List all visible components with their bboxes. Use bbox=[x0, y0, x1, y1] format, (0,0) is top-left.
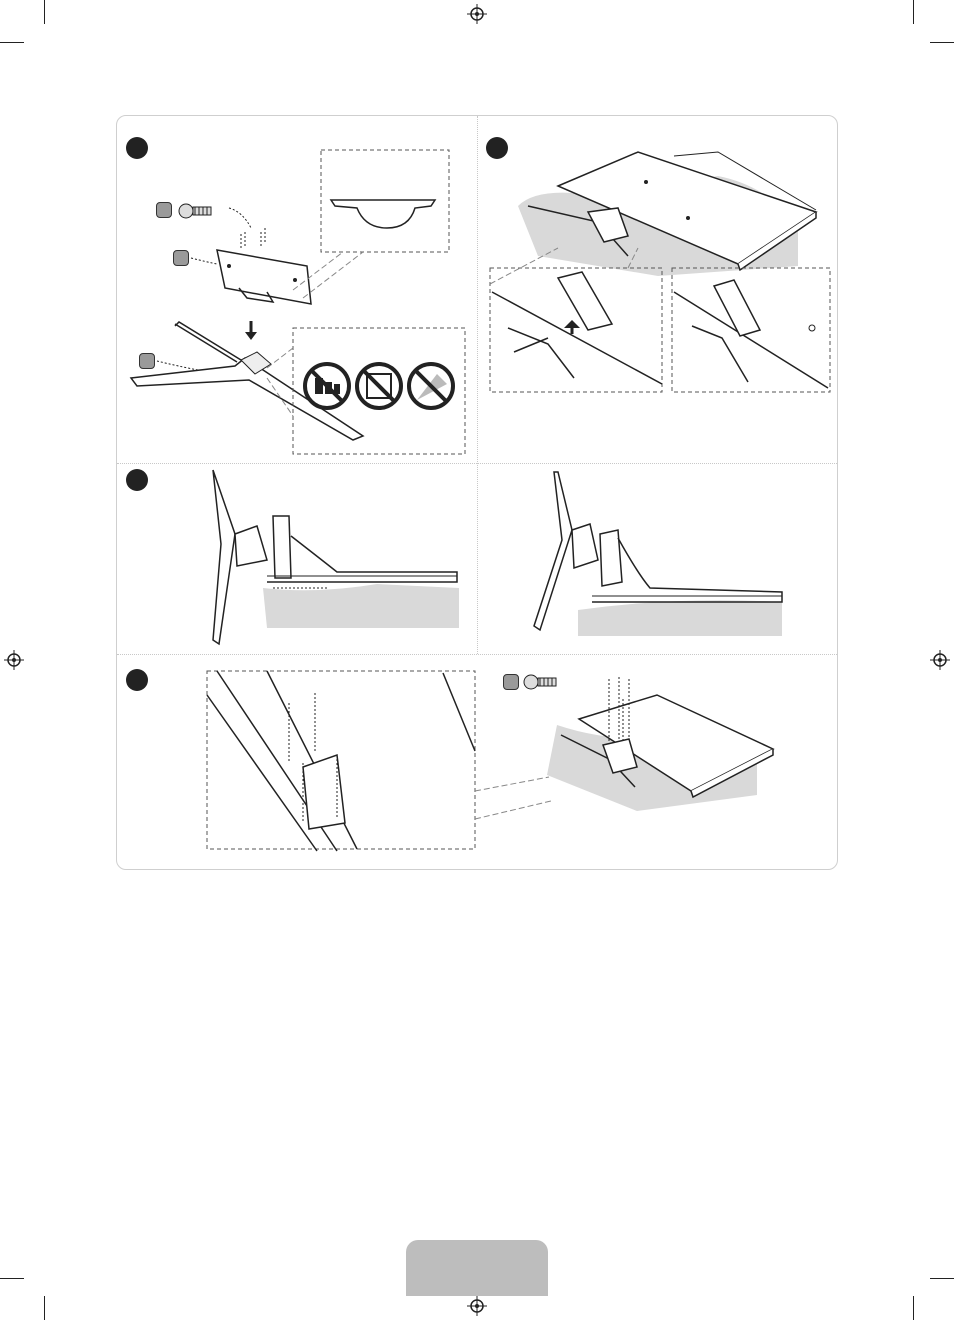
crop-mark bbox=[913, 0, 914, 24]
step-2-illustration bbox=[478, 116, 838, 463]
registration-mark-icon bbox=[4, 650, 24, 670]
page-number-tab bbox=[406, 1240, 548, 1296]
instruction-panel bbox=[116, 115, 838, 870]
registration-mark-icon bbox=[467, 4, 487, 24]
screw-icon bbox=[524, 675, 556, 689]
step-1-illustration bbox=[117, 116, 477, 463]
crop-mark bbox=[44, 0, 45, 24]
step-3-illustration-left bbox=[117, 464, 477, 654]
screw-icon bbox=[179, 204, 211, 218]
no-cloth-icon bbox=[357, 364, 401, 408]
crop-mark bbox=[930, 42, 954, 43]
no-chemicals-icon bbox=[305, 364, 349, 408]
bracket-icon bbox=[217, 250, 311, 304]
no-spray-icon bbox=[409, 364, 453, 408]
crop-mark bbox=[913, 1296, 914, 1320]
registration-mark-icon bbox=[930, 650, 950, 670]
registration-mark-icon bbox=[467, 1296, 487, 1316]
crop-mark bbox=[0, 1278, 24, 1279]
crop-mark bbox=[0, 42, 24, 43]
step-4-illustration bbox=[117, 655, 837, 870]
crop-mark bbox=[44, 1296, 45, 1320]
crop-mark bbox=[930, 1278, 954, 1279]
step-3-illustration-right bbox=[478, 464, 838, 654]
